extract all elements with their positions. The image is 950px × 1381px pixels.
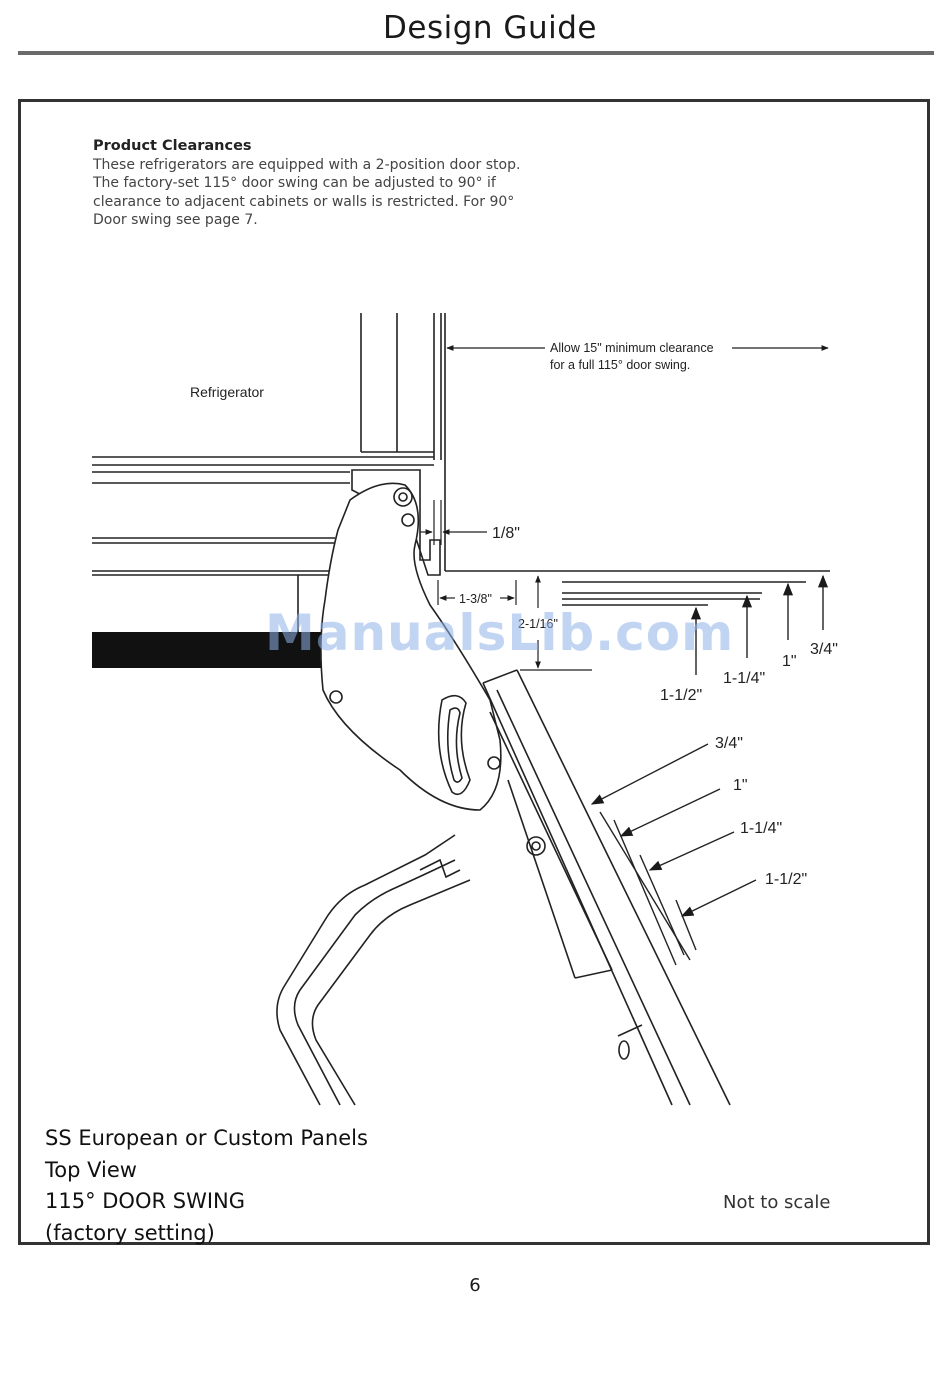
gap-dimension-label: 1/8" (492, 525, 520, 542)
caption-line-3: 115° DOOR SWING (45, 1189, 246, 1213)
refrigerator-label: Refrigerator (190, 384, 264, 400)
page-title: Design Guide (383, 10, 597, 46)
top-panel-dim-4: 1-1/2" (660, 687, 702, 704)
scale-note: Not to scale (723, 1192, 831, 1213)
watermark: ManualsLib.com (265, 604, 735, 662)
top-panel-dim-3: 1-1/4" (723, 670, 765, 687)
cabinet-black-band (92, 632, 332, 668)
refrigerator-outline (92, 313, 442, 632)
door-panel (482, 669, 731, 1106)
clearance-note-line2: for a full 115° door swing. (550, 358, 690, 372)
section-heading: Product Clearances (93, 138, 252, 154)
section-body: These refrigerators are equipped with a … (93, 156, 521, 229)
top-panel-dim-1: 3/4" (810, 641, 838, 658)
hinge-depth-label: 2-1/16" (518, 617, 558, 631)
hinge-assembly (320, 469, 502, 811)
diagram-frame (18, 99, 930, 1245)
side-panel-dim-1: 3/4" (715, 735, 743, 752)
drawer-outline (276, 834, 471, 1106)
caption-line-1: SS European or Custom Panels (45, 1126, 368, 1150)
diagram-caption: SS European or Custom Panels Top View 11… (45, 1123, 368, 1249)
clearance-note-line1: Allow 15" minimum clearance (550, 341, 714, 355)
adjacent-wall (444, 313, 830, 572)
side-panel-dim-3: 1-1/4" (740, 820, 782, 837)
title-divider (18, 51, 934, 55)
hinge-offset-label: 1-3/8" (459, 592, 492, 606)
intro-section: Product Clearances These refrigerators a… (93, 137, 533, 230)
page-number: 6 (469, 1275, 481, 1296)
caption-line-4: (factory setting) (45, 1220, 215, 1245)
caption-line-2: Top View (45, 1157, 137, 1182)
top-panel-dim-2: 1" (782, 653, 797, 670)
side-panel-dim-2: 1" (733, 777, 748, 794)
side-panel-dim-4: 1-1/2" (765, 871, 807, 888)
